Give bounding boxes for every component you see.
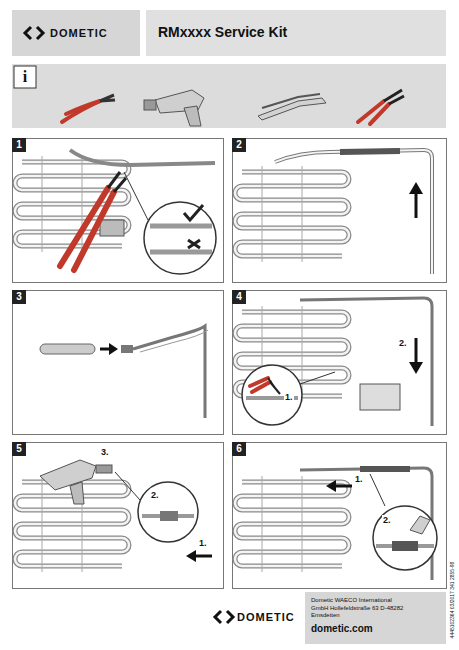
step-panel: 3: [12, 290, 224, 435]
brand-logo: DOMETIC: [237, 611, 295, 623]
callout-number: 1.: [284, 392, 294, 402]
info-icon: i: [14, 66, 36, 88]
step-number: 6: [232, 442, 246, 456]
step-panel: 4: [232, 290, 447, 435]
address-box: Dometic WAECO International GmbH Hollefe…: [305, 592, 446, 644]
callout-number: 2.: [398, 338, 408, 348]
company-address: Dometic WAECO International GmbH Hollefe…: [311, 597, 407, 620]
info-band: i: [12, 64, 446, 128]
callout-number: 1.: [354, 474, 364, 484]
step-number: 4: [232, 290, 246, 304]
step-panel: 6: [232, 442, 447, 589]
step-panel: 2: [232, 138, 447, 283]
sheet-title: RMxxxx Service Kit: [158, 24, 287, 40]
callout-number: 3.: [100, 447, 110, 457]
step-panel: 5: [12, 442, 224, 589]
callout-number: 1.: [198, 538, 208, 548]
step-number: 5: [12, 442, 26, 456]
callout-number: 2.: [150, 490, 160, 500]
website: dometic.com: [311, 623, 440, 634]
step-number: 2: [232, 138, 246, 152]
step-number: 3: [12, 290, 26, 304]
brand-logo: DOMETIC: [50, 27, 108, 39]
step-panel: 1: [12, 138, 224, 283]
callout-number: 2.: [382, 515, 392, 525]
document-code: 4445102364 03/2017 341 2855-98: [449, 562, 455, 639]
step-number: 1: [12, 138, 26, 152]
